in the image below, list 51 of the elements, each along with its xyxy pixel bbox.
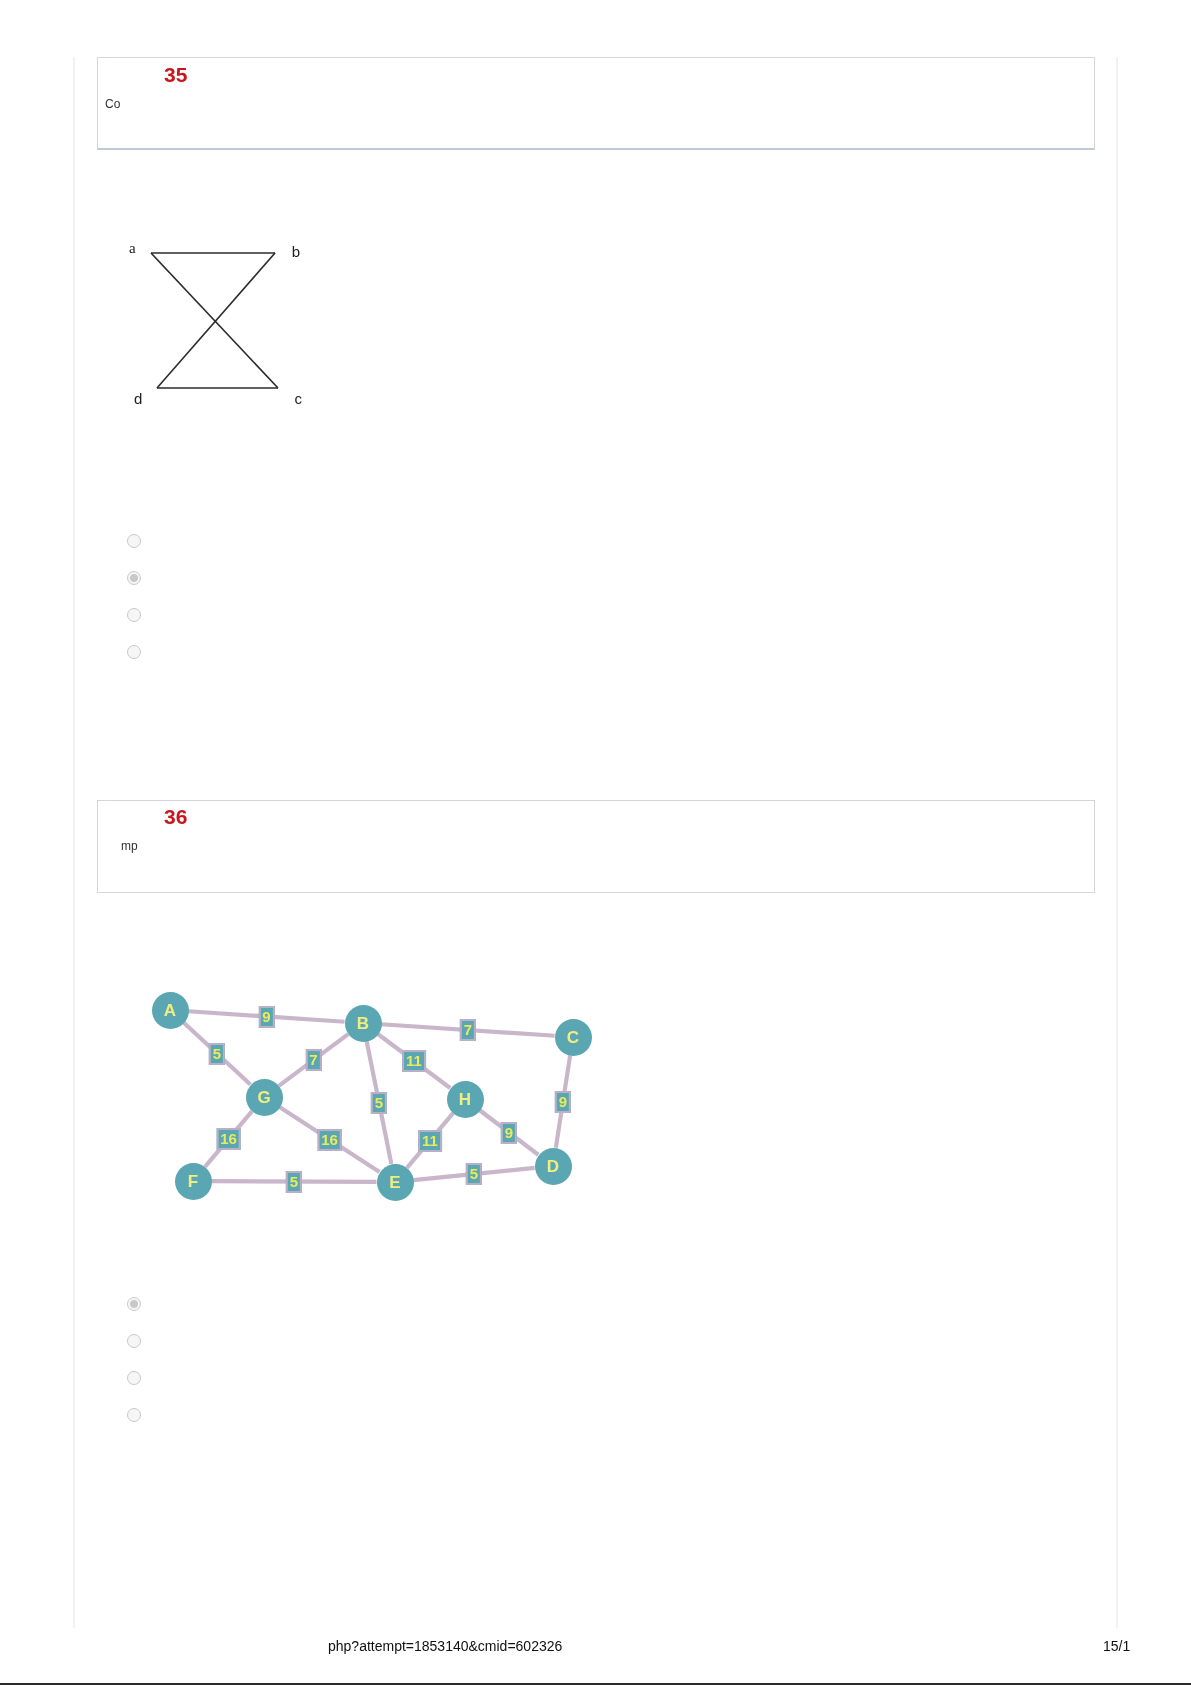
vertex-label: F xyxy=(187,1171,199,1191)
weight-label: 9 xyxy=(500,1121,518,1144)
footer-url-text: php?attempt=1853140&cmid=602326 xyxy=(328,1638,563,1654)
edge-line xyxy=(277,1032,350,1088)
weight-label: 5 xyxy=(208,1042,226,1065)
vertex-circle xyxy=(344,1004,382,1042)
question-box xyxy=(97,57,1095,150)
vertex-label: c xyxy=(294,390,302,407)
weight-label: 16 xyxy=(216,1128,241,1150)
edge-line xyxy=(156,387,279,389)
edge-line xyxy=(364,1040,394,1165)
vertex-circle xyxy=(151,991,189,1029)
question-text: Co xyxy=(105,97,121,112)
weight-label: 5 xyxy=(285,1170,303,1193)
weight-label: 16 xyxy=(317,1128,342,1151)
edge-line xyxy=(405,1111,455,1170)
vertex-circle xyxy=(534,1147,572,1185)
vertex-label: H xyxy=(458,1089,472,1109)
edge-line xyxy=(211,1179,377,1184)
question-number: 35 xyxy=(164,63,188,87)
edge-line xyxy=(553,1054,573,1149)
weight-label: 11 xyxy=(402,1050,426,1072)
vertex-label: d xyxy=(134,390,143,407)
question-number: 36 xyxy=(164,805,188,829)
vertex-label: C xyxy=(566,1027,580,1047)
weight-label: 9 xyxy=(258,1005,275,1028)
vertex-label: b xyxy=(291,243,300,260)
vertex-circle xyxy=(554,1018,592,1056)
vertex-label: E xyxy=(389,1172,401,1192)
weight-label: 11 xyxy=(418,1129,442,1152)
edge-line xyxy=(188,1009,345,1024)
vertex-circle xyxy=(376,1163,414,1201)
page-number: 15/1 xyxy=(1103,1638,1131,1654)
edge-line xyxy=(381,1022,555,1038)
vertex-circle xyxy=(174,1162,212,1200)
question-box xyxy=(97,800,1095,893)
vertex-label: B xyxy=(356,1013,370,1033)
weight-label: 9 xyxy=(554,1090,572,1113)
weight-label: 5 xyxy=(465,1163,483,1185)
vertex-label: a xyxy=(129,240,136,256)
question-text: mp xyxy=(121,839,138,854)
vertex-label: G xyxy=(257,1087,271,1107)
weight-label: 7 xyxy=(459,1019,477,1041)
vertex-label: D xyxy=(546,1156,560,1176)
weight-label: 7 xyxy=(305,1049,322,1071)
edge-line xyxy=(413,1165,535,1183)
weight-label: 5 xyxy=(370,1091,388,1114)
vertex-label: A xyxy=(163,1000,177,1020)
edge-line xyxy=(150,252,276,254)
vertex-circle xyxy=(245,1078,283,1116)
vertex-circle xyxy=(446,1080,484,1118)
